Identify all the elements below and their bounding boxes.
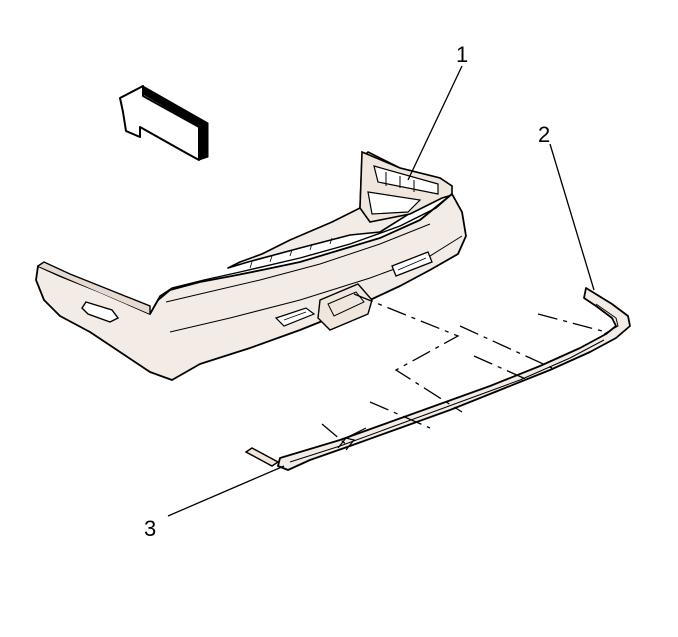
leader-line-3 (167, 465, 285, 517)
alignment-lines (321, 293, 607, 447)
callout-1: 1 (456, 42, 468, 67)
leader-line-2 (549, 143, 595, 291)
bumper-fascia (35, 150, 467, 381)
forward-direction-arrow-icon (119, 85, 209, 161)
leader-lines (167, 65, 595, 517)
leader-line-1 (407, 65, 463, 181)
callout-2: 2 (538, 122, 550, 147)
callout-3: 3 (144, 516, 156, 541)
lower-molding-strip (244, 287, 631, 471)
